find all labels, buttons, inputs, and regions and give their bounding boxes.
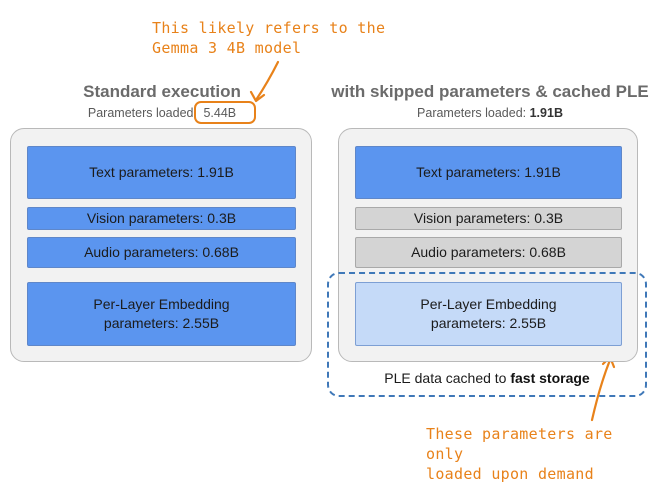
right-vision-block: Vision parameters: 0.3B: [355, 207, 622, 230]
right-params-loaded: Parameters loaded: 1.91B: [330, 106, 650, 120]
annotation-top: This likely refers to the Gemma 3 4B mod…: [152, 18, 392, 58]
right-text-block: Text parameters: 1.91B: [355, 146, 622, 199]
right-ple-block: Per-Layer Embedding parameters: 2.55B: [355, 282, 622, 346]
annotation-bottom-line2: loaded upon demand: [426, 465, 594, 483]
left-text-block: Text parameters: 1.91B: [27, 146, 296, 199]
right-ple-line2: parameters: 2.55B: [430, 315, 547, 331]
annotation-bottom: These parameters are only loaded upon de…: [426, 424, 658, 484]
left-vision-block: Vision parameters: 0.3B: [27, 207, 296, 230]
ple-cache-caption-prefix: PLE data cached to: [384, 370, 507, 386]
left-params-highlight: [194, 101, 256, 124]
left-params-loaded-value: 5.44B: [203, 106, 237, 120]
ple-cache-caption: PLE data cached to fast storage: [327, 370, 647, 386]
left-audio-block: Audio parameters: 0.68B: [27, 237, 296, 268]
annotation-top-line2: Gemma 3 4B model: [152, 39, 302, 57]
left-title: Standard execution: [83, 82, 241, 101]
left-ple-block: Per-Layer Embedding parameters: 2.55B: [27, 282, 296, 346]
ple-cache-region: [327, 272, 647, 397]
left-ple-line2: parameters: 2.55B: [103, 315, 220, 331]
right-ple-line1: Per-Layer Embedding: [420, 296, 557, 312]
annotation-top-line1: This likely refers to the: [152, 19, 386, 37]
ple-cache-caption-bold: fast storage: [510, 370, 590, 386]
left-params-loaded-label: Parameters loaded:: [87, 106, 197, 120]
left-params-loaded: Parameters loaded: 5.44B: [40, 106, 284, 120]
right-title: with skipped parameters & cached PLE: [331, 82, 649, 101]
right-audio-block: Audio parameters: 0.68B: [355, 237, 622, 268]
right-params-loaded-value: 1.91B: [529, 106, 563, 120]
left-ple-line1: Per-Layer Embedding: [93, 296, 230, 312]
right-params-loaded-label: Parameters loaded:: [417, 106, 527, 120]
annotation-bottom-line1: These parameters are only: [426, 425, 613, 463]
